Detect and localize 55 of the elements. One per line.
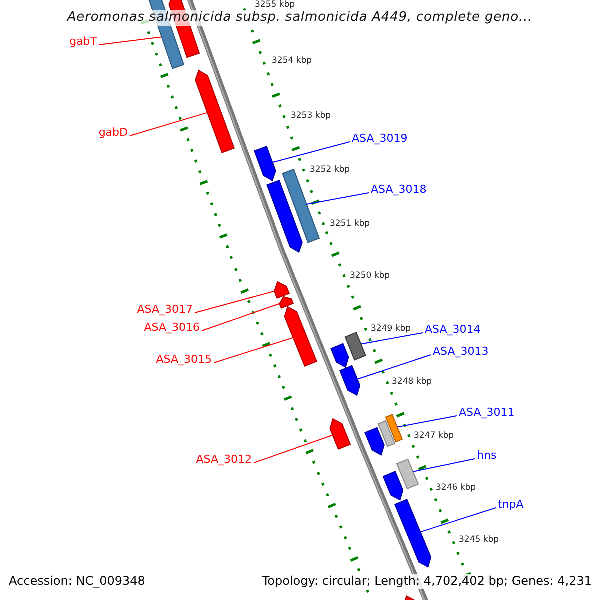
tick-label: 3250 kbp	[350, 271, 390, 281]
leader-line	[272, 142, 350, 164]
tick-label: 3245 kbp	[459, 535, 500, 545]
gene-block	[339, 365, 361, 396]
gene-block	[378, 420, 396, 448]
gene-block	[254, 146, 276, 182]
tick-label: 3251 kbp	[330, 219, 370, 229]
gene-block	[344, 332, 366, 361]
tick-label: 3248 kbp	[392, 377, 432, 387]
leader-line	[412, 458, 476, 472]
gene-label: ASA_3012	[196, 453, 252, 466]
gene-block	[330, 418, 352, 450]
leader-line	[254, 434, 334, 464]
gene-block	[274, 281, 290, 300]
gene-label: ASA_3018	[371, 183, 427, 196]
tick-label: 3253 kbp	[291, 111, 332, 121]
gene-block	[394, 499, 432, 568]
gene-label: ASA_3015	[156, 353, 212, 366]
gene-label: ASA_3019	[352, 132, 408, 145]
gene-block	[396, 458, 420, 490]
leader-line	[420, 508, 496, 533]
genome-info-text: Topology: circular; Length: 4,702,402 bp; Genes: 4,231	[260, 574, 594, 589]
leader-line	[194, 290, 275, 314]
leader-line	[360, 332, 424, 345]
tick-label: 3255 kbp	[255, 0, 296, 10]
leader-line	[214, 337, 294, 364]
gene-label: ASA_3016	[144, 321, 200, 334]
leader-line	[306, 192, 370, 205]
tick-label: 3246 kbp	[436, 483, 476, 493]
gene-block	[382, 471, 404, 501]
leader-line	[202, 303, 280, 332]
gene-label: tnpA	[498, 498, 524, 511]
leader-line	[357, 354, 432, 380]
tick-label: 3249 kbp	[371, 324, 412, 334]
gene-label: hns	[477, 449, 497, 462]
gene-label: ASA_3011	[459, 406, 515, 419]
gene-label: ASA_3013	[433, 345, 489, 358]
leader-line	[98, 36, 162, 46]
gene-label: gabD	[98, 126, 128, 139]
gene-block	[330, 343, 350, 368]
gene-block	[284, 306, 318, 368]
gene-block	[364, 427, 385, 456]
leader-line	[130, 112, 208, 136]
gene-block	[266, 180, 303, 254]
accession-text: Accession: NC_009348	[7, 574, 148, 589]
leader-line	[397, 416, 458, 428]
gene-block	[385, 414, 404, 443]
gene-label: ASA_3014	[425, 323, 481, 336]
gene-label: gabT	[70, 35, 97, 48]
gene-block	[195, 70, 236, 154]
tick-label: 3247 kbp	[414, 431, 454, 441]
tick-label: 3254 kbp	[272, 56, 312, 66]
gene-label: ASA_3017	[137, 303, 193, 316]
gene-block	[279, 296, 294, 310]
tick-label: 3252 kbp	[310, 165, 350, 175]
